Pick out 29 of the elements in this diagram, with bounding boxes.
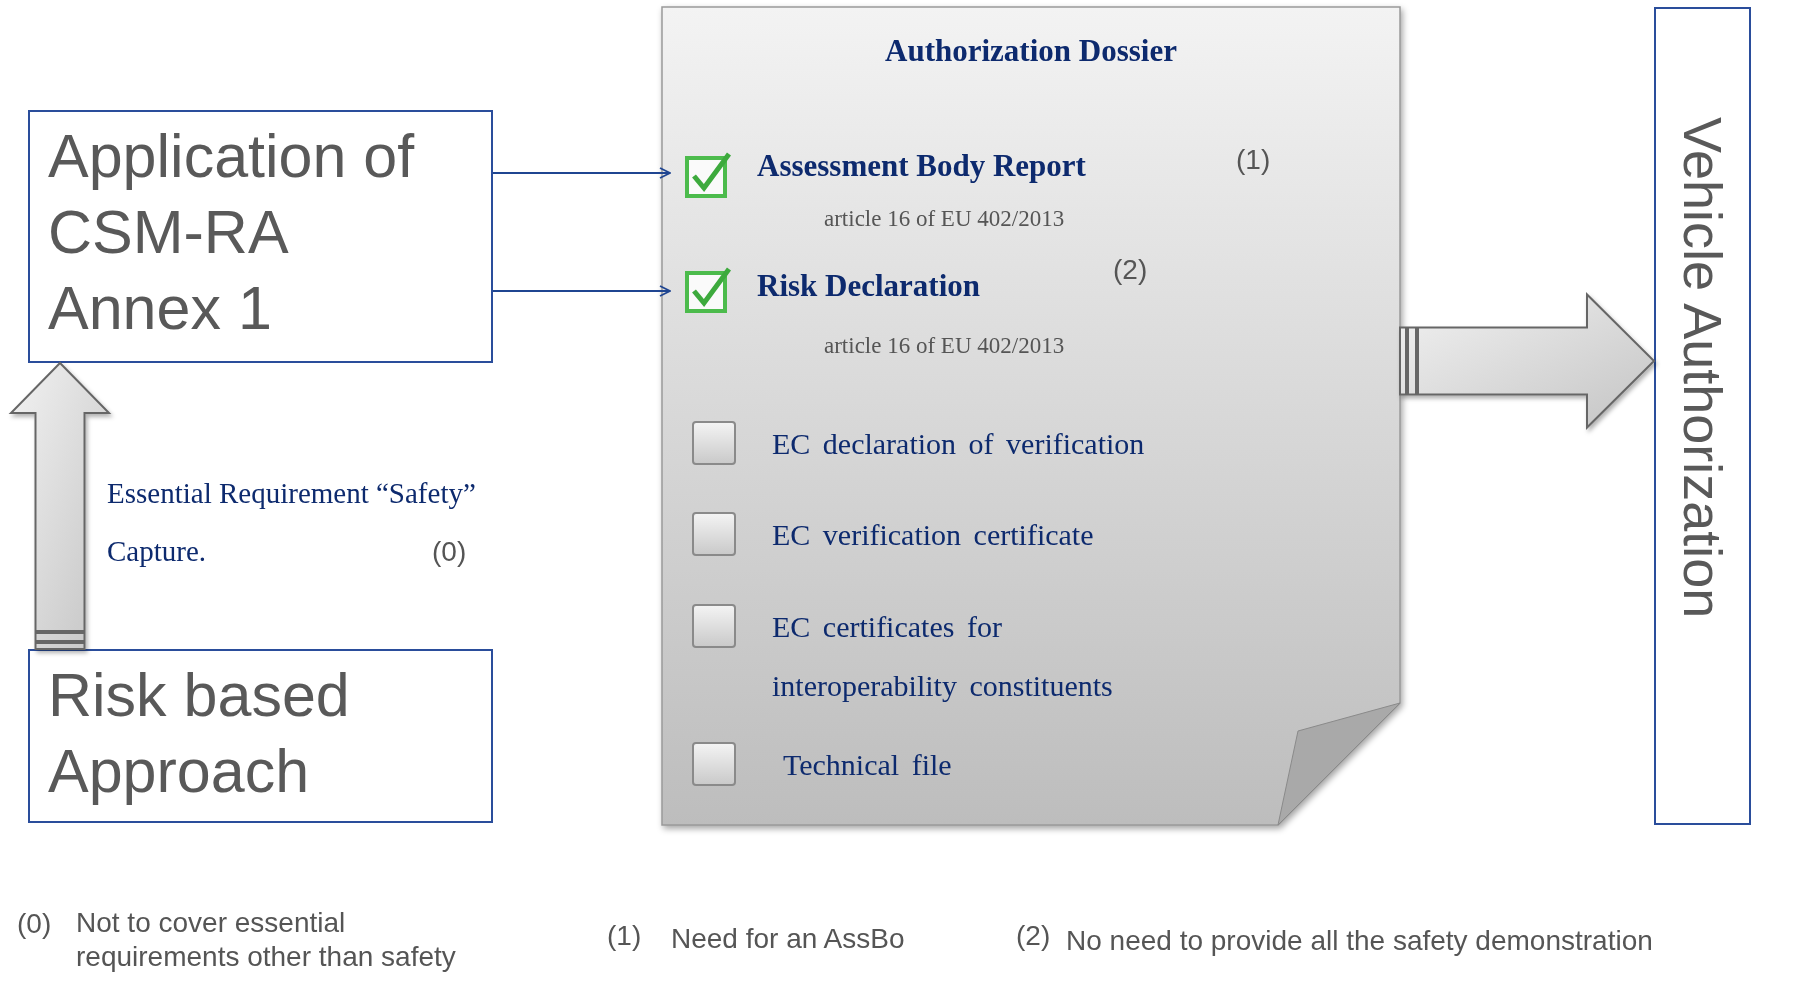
- box-text: Vehicle Authorization: [1671, 117, 1734, 619]
- dossier-title: Authorization Dossier: [884, 33, 1178, 69]
- item-text: EC verification certificate: [772, 517, 1095, 553]
- document-sheet: [662, 7, 1400, 825]
- box-text: Risk based Approach: [48, 660, 351, 807]
- authorization-box: [1654, 7, 1751, 825]
- process-box: [28, 649, 493, 823]
- footnote-text: No need to provide all the safety demonstration: [1066, 924, 1653, 958]
- footnote-mark: (0): [17, 908, 52, 940]
- item-heading: Risk Declaration: [757, 268, 980, 304]
- item-text: Technical file: [783, 747, 953, 783]
- footnote-mark: (1): [607, 920, 642, 952]
- footnote-text: Need for an AssBo: [671, 922, 905, 956]
- footnote-mark: (2): [1016, 920, 1051, 952]
- item-reference: article 16 of EU 402/2013: [824, 206, 1065, 232]
- arrow: [492, 285, 671, 297]
- footnote-mark: (0): [432, 536, 467, 568]
- footnote-mark: (1): [1236, 144, 1271, 176]
- block-arrow: [8, 361, 112, 650]
- item-heading: Assessment Body Report: [757, 148, 1086, 184]
- block-arrow: [1399, 292, 1656, 430]
- footnote-text: Not to cover essential requirements other than safety: [76, 906, 457, 974]
- footnote-mark: (2): [1113, 254, 1148, 286]
- process-box: [28, 110, 493, 363]
- item-text: EC certificates for interoperability constituents: [772, 609, 1114, 704]
- item-reference: article 16 of EU 402/2013: [824, 333, 1065, 359]
- item-text: EC declaration of verification: [772, 426, 1146, 462]
- arrow: [492, 167, 671, 179]
- box-text: Application of CSM-RA Annex 1: [48, 121, 416, 344]
